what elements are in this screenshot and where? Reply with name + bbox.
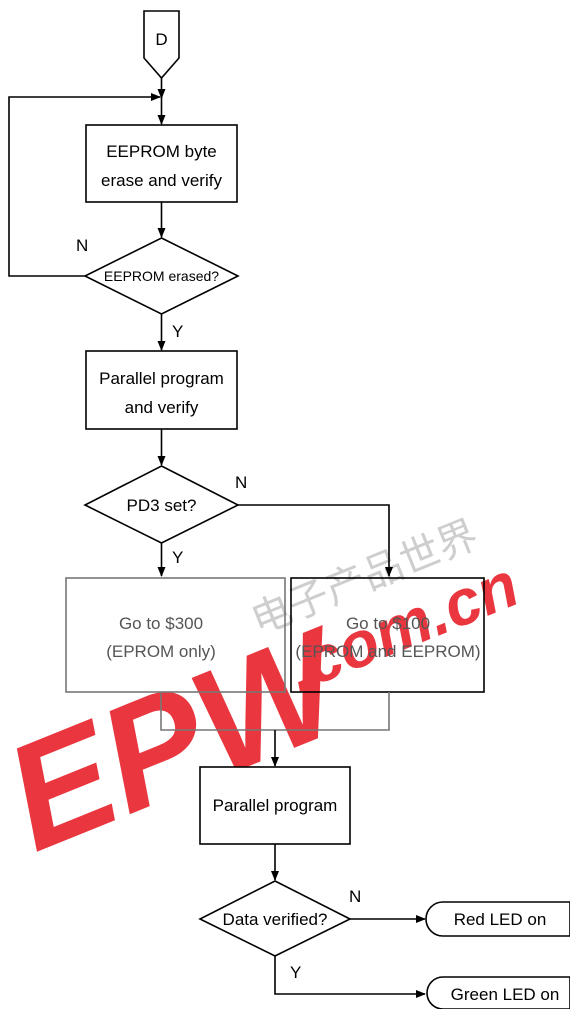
red-led-text: Red LED on [454,910,547,929]
erase-verify-box [85,124,238,203]
data-yes-label: Y [290,963,301,982]
erased-yes-label: Y [172,322,183,341]
pd3-yes-label: Y [172,548,183,567]
pd3-no-label: N [235,473,247,492]
erased-question: EEPROM erased? [104,268,219,284]
pd3-question: PD3 set? [127,496,197,515]
parallel-program-text: Parallel program [213,796,338,815]
connector-d [143,10,180,80]
red-led-terminator [425,901,570,937]
goto100-box [290,577,485,693]
goto100-line2: (EPROM and EEPROM) [295,642,480,661]
goto300-line1: Go to $300 [119,614,203,633]
parallel-verify-box [85,350,238,430]
goto100-line1: Go to $100 [346,614,430,633]
goto300-line2: (EPROM only) [106,642,216,661]
connector-label: D [155,30,167,49]
data-no-label: N [349,887,361,906]
data-question: Data verified? [223,910,328,929]
goto300-box [65,577,286,693]
erased-no-label: N [76,236,88,255]
erase-line2: erase and verify [101,171,222,190]
green-led-text: Green LED on [451,985,560,1004]
erase-line1: EEPROM byte [106,142,217,161]
parallel-verify-line1: Parallel program [99,369,224,388]
parallel-verify-line2: and verify [125,398,199,417]
